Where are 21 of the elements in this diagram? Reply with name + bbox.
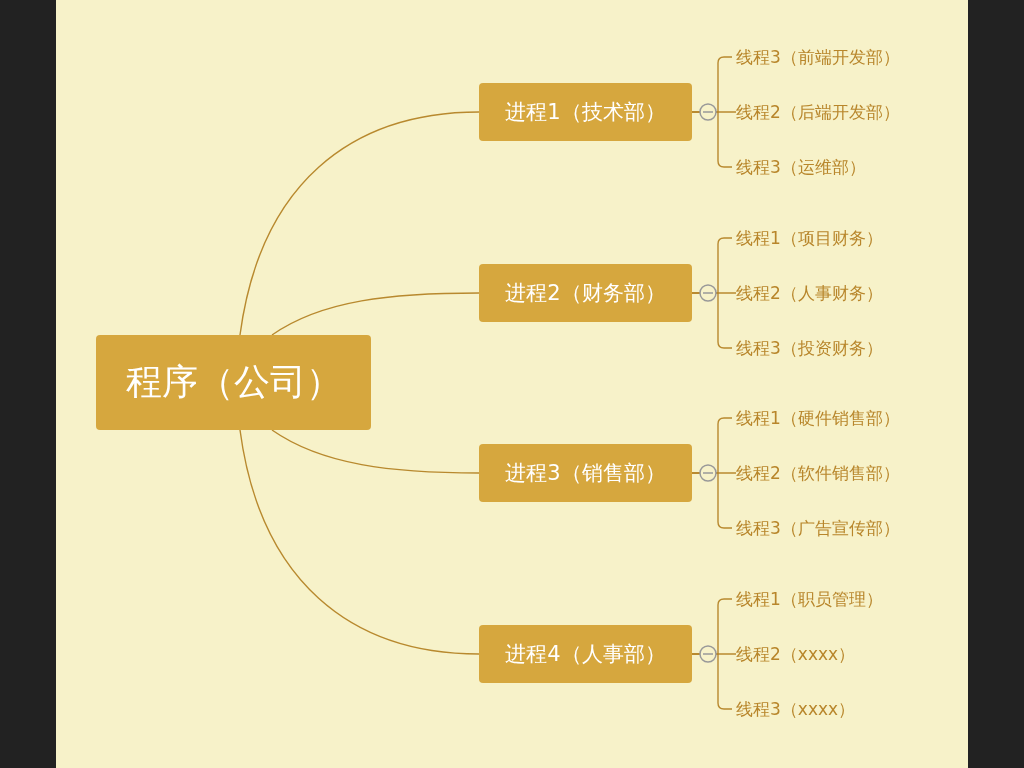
- thread-label: 线程2（xxxx）: [736, 643, 856, 665]
- thread-label: 线程3（广告宣传部）: [736, 517, 900, 539]
- thread-label: 线程1（项目财务）: [736, 227, 883, 249]
- connector-line: [271, 292, 480, 336]
- process-box: 进程2（财务部）: [479, 264, 692, 322]
- thread-label: 线程1（职员管理）: [736, 588, 883, 610]
- root-box: 程序（公司）: [96, 335, 371, 430]
- thread-label: 线程3（投资财务）: [736, 337, 883, 359]
- thread-label: 线程3（xxxx）: [736, 698, 856, 720]
- process-box: 进程3（销售部）: [479, 444, 692, 502]
- connector-line: [271, 429, 480, 474]
- connector-line: [239, 111, 480, 336]
- thread-label: 线程1（硬件销售部）: [736, 407, 900, 429]
- thread-label: 线程3（前端开发部）: [736, 46, 900, 68]
- process-box: 进程4（人事部）: [479, 625, 692, 683]
- thread-label: 线程2（人事财务）: [736, 282, 883, 304]
- thread-label: 线程2（后端开发部）: [736, 101, 900, 123]
- connector-line: [239, 429, 480, 655]
- thread-label: 线程2（软件销售部）: [736, 462, 900, 484]
- process-box: 进程1（技术部）: [479, 83, 692, 141]
- thread-label: 线程3（运维部）: [736, 156, 866, 178]
